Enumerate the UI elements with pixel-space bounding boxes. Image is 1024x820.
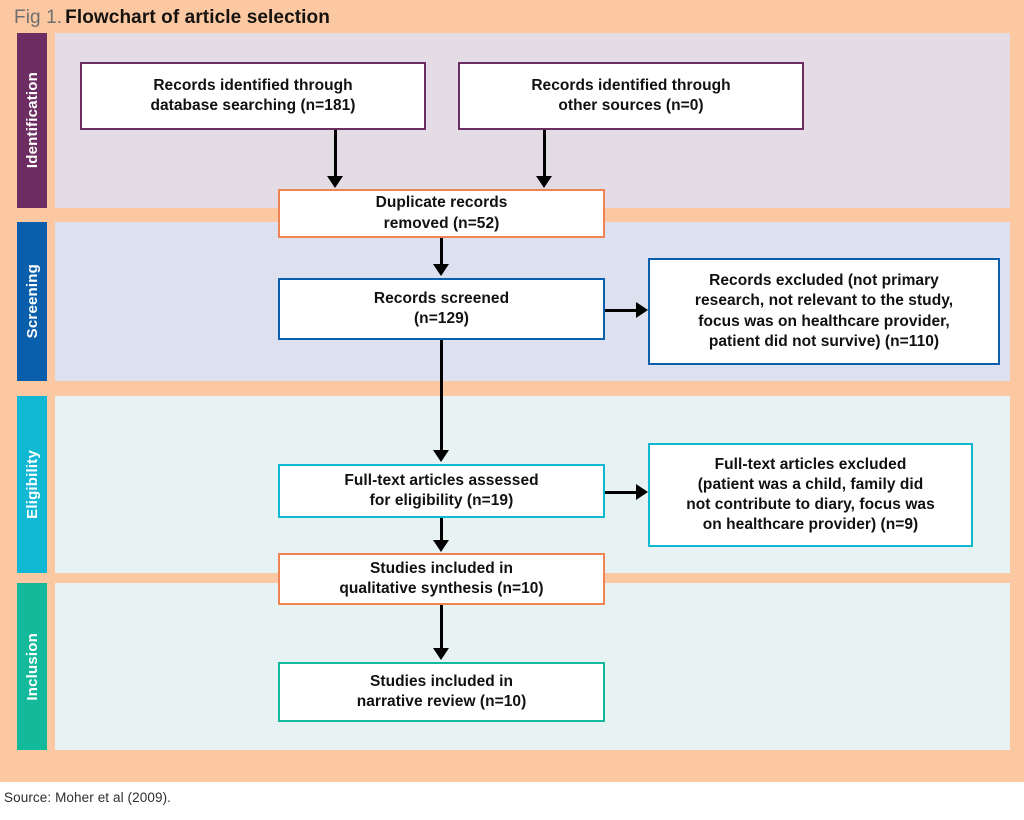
page-title: Flowchart of article selection [65,7,330,28]
box-line: Duplicate records [375,194,508,212]
connector-database-to-duplicates [334,130,337,178]
arrowhead-other-to-duplicates [536,176,552,188]
box-line: Records excluded (not primary [709,272,939,290]
stage-label-inclusion: Inclusion [23,632,41,701]
box-line: Full-text articles excluded [714,455,907,473]
figure-number: Fig 1. [14,7,63,28]
box-line: on healthcare provider) (n=9) [702,516,919,534]
arrowhead-database-to-duplicates [327,176,343,188]
stage-tab-inclusion: Inclusion [17,583,47,750]
box-narrative-review: Studies included in narrative review (n=… [278,662,605,722]
box-records-identified-other: Records identified through other sources… [458,62,804,130]
box-line: Studies included in [369,559,514,577]
connector-other-to-duplicates [543,130,546,178]
arrowhead-fulltext-to-excluded [636,484,648,500]
box-records-screened: Records screened (n=129) [278,278,605,340]
arrowhead-screened-to-fulltext [433,450,449,462]
box-fulltext-assessed: Full-text articles assessed for eligibil… [278,464,605,518]
box-line: not contribute to diary, focus was [686,496,935,513]
box-line: patient did not survive) (n=110) [708,332,940,350]
box-line: Full-text articles assessed [344,471,539,489]
box-records-excluded: Records excluded (not primary research, … [648,258,1000,365]
stage-tab-eligibility: Eligibility [17,396,47,573]
box-line: narrative review (n=10) [356,693,527,710]
connector-screened-to-fulltext [440,340,443,452]
box-line: Records identified through [153,76,353,94]
box-line: Studies included in [369,672,514,690]
arrowhead-duplicates-to-screened [433,264,449,276]
stage-tab-screening: Screening [17,222,47,381]
box-duplicate-records-removed: Duplicate records removed (n=52) [278,189,605,238]
box-line: for eligibility (n=19) [369,492,514,509]
box-fulltext-excluded: Full-text articles excluded (patient was… [648,443,973,547]
box-line: database searching (n=181) [150,97,356,114]
stage-tab-identification: Identification [17,33,47,208]
figure-source: Source: Moher et al (2009). [4,790,172,805]
connector-screened-to-excluded [605,309,638,312]
connector-fulltext-to-qualitative [440,518,443,542]
stage-label-eligibility: Eligibility [23,450,41,519]
box-qualitative-synthesis: Studies included in qualitative synthesi… [278,553,605,605]
connector-fulltext-to-excluded [605,491,638,494]
arrowhead-screened-to-excluded [636,302,648,318]
connector-duplicates-to-screened [440,238,443,266]
figure-title: Fig 1.Flowchart of article selection [14,3,330,33]
stage-label-screening: Screening [23,264,41,339]
arrowhead-fulltext-to-qualitative [433,540,449,552]
stage-label-identification: Identification [23,72,41,169]
box-line: removed (n=52) [383,214,500,232]
arrowhead-qualitative-to-narrative [433,648,449,660]
box-line: focus was on healthcare provider, [698,312,950,330]
connector-qualitative-to-narrative [440,605,443,650]
box-line: research, not relevant to the study, [694,292,954,310]
box-line: (n=129) [413,310,470,327]
box-line: qualitative synthesis (n=10) [339,580,544,597]
box-records-identified-database: Records identified through database sear… [80,62,426,130]
box-line: (patient was a child, family did [697,475,924,493]
box-line: Records screened [373,289,510,307]
box-line: other sources (n=0) [558,97,704,114]
box-line: Records identified through [531,76,731,94]
